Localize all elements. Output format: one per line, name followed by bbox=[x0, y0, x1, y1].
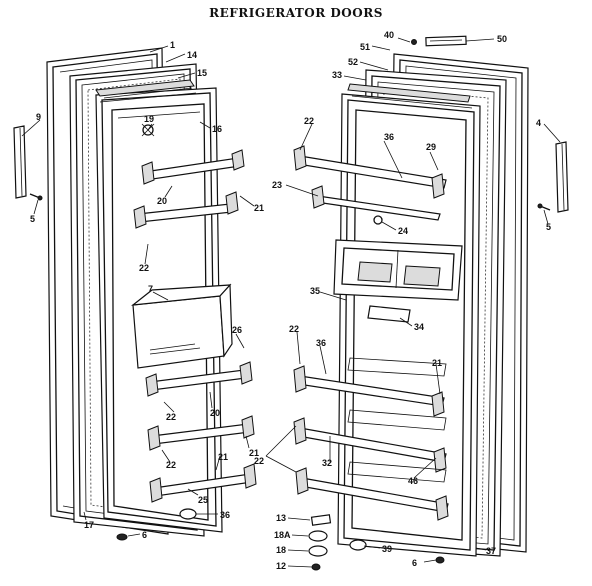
fresh-food-shelf-2 bbox=[311, 185, 441, 225]
callout-18a: 18A bbox=[274, 530, 291, 540]
callout-1: 1 bbox=[170, 40, 175, 50]
fresh-food-inner-door-liner bbox=[337, 93, 481, 557]
callout-17: 17 bbox=[84, 520, 94, 530]
fresh-food-shelf-1 bbox=[293, 145, 447, 199]
callout-33: 33 bbox=[332, 70, 342, 80]
callout-22-e: 22 bbox=[289, 324, 299, 334]
freezer-door-assembly bbox=[13, 47, 257, 541]
callout-22-b: 22 bbox=[166, 412, 176, 422]
bottom-hinge-parts bbox=[308, 514, 445, 571]
freezer-handle-screw bbox=[29, 193, 43, 201]
freezer-hinge-cap bbox=[116, 533, 128, 541]
callout-39: 39 bbox=[382, 544, 392, 554]
callout-29: 29 bbox=[426, 142, 436, 152]
callout-22-a: 22 bbox=[139, 263, 149, 273]
callout-37: 37 bbox=[486, 546, 496, 556]
freezer-shelf-4 bbox=[147, 415, 255, 451]
callout-13: 13 bbox=[276, 513, 286, 523]
diagram-title: REFRIGERATOR DOORS bbox=[209, 6, 383, 20]
freezer-shelf-3 bbox=[145, 361, 253, 397]
callout-7: 7 bbox=[148, 284, 153, 294]
egg-tray bbox=[367, 305, 411, 323]
callout-36-mid: 36 bbox=[316, 338, 326, 348]
callout-4: 4 bbox=[536, 118, 541, 128]
callout-40: 40 bbox=[384, 30, 394, 40]
callout-34: 34 bbox=[414, 322, 424, 332]
callout-50: 50 bbox=[497, 34, 507, 44]
fresh-food-top-trim bbox=[347, 83, 473, 109]
leader-lines bbox=[21, 37, 561, 568]
callout-21-top: 21 bbox=[254, 203, 264, 213]
callout-21-mid: 21 bbox=[249, 448, 259, 458]
fresh-food-door-bins bbox=[347, 357, 447, 483]
callout-22-d: 22 bbox=[304, 116, 314, 126]
callout-21-right: 21 bbox=[432, 358, 442, 368]
callout-52: 52 bbox=[348, 57, 358, 67]
freezer-shelf-1 bbox=[141, 149, 245, 185]
fresh-food-door-assembly bbox=[293, 35, 569, 571]
callout-36-top: 36 bbox=[384, 132, 394, 142]
fresh-food-shelf-4 bbox=[293, 417, 447, 473]
callout-22-f: 22 bbox=[254, 456, 264, 466]
callout-19: 19 bbox=[144, 114, 154, 124]
callout-18: 18 bbox=[276, 545, 286, 555]
dairy-compartment bbox=[333, 239, 463, 301]
callout-25: 25 bbox=[198, 495, 208, 505]
callout-5-left: 5 bbox=[30, 214, 35, 224]
freezer-top-trim bbox=[95, 79, 197, 103]
callout-15: 15 bbox=[197, 68, 207, 78]
callout-14: 14 bbox=[187, 50, 197, 60]
fresh-food-handle bbox=[555, 141, 569, 213]
fresh-food-shelf-5 bbox=[295, 467, 449, 521]
ice-dispenser-housing bbox=[131, 283, 233, 369]
freezer-light-icon bbox=[142, 124, 154, 136]
callout-24: 24 bbox=[398, 226, 408, 236]
callout-9: 9 bbox=[36, 112, 41, 122]
fresh-food-handle-screw bbox=[537, 203, 551, 211]
callout-6-right: 6 bbox=[412, 558, 417, 568]
freezer-shelf-5 bbox=[149, 463, 257, 503]
callout-labels: 1 14 15 16 9 5 19 20 21 22 7 26 22 20 21… bbox=[30, 30, 551, 571]
callout-36-left: 36 bbox=[220, 510, 230, 520]
freezer-door-clip bbox=[179, 508, 197, 520]
callout-5-right: 5 bbox=[546, 222, 551, 232]
callout-20-low: 21 bbox=[218, 452, 228, 462]
callout-20-top: 20 bbox=[157, 196, 167, 206]
freezer-gasket-stitching bbox=[87, 78, 187, 519]
callout-35: 35 bbox=[310, 286, 320, 296]
callout-12: 12 bbox=[276, 561, 286, 571]
top-hinge-assembly bbox=[411, 35, 467, 47]
callout-20-mid: 20 bbox=[210, 408, 220, 418]
callout-6-left: 6 bbox=[142, 530, 147, 540]
fresh-food-shelf-3 bbox=[293, 365, 445, 417]
callout-22-c: 22 bbox=[166, 460, 176, 470]
callout-26: 26 bbox=[232, 325, 242, 335]
freezer-handle bbox=[13, 125, 27, 199]
callout-32: 32 bbox=[322, 458, 332, 468]
callout-16: 16 bbox=[212, 124, 222, 134]
freezer-shelf-2 bbox=[133, 191, 239, 229]
callout-23: 23 bbox=[272, 180, 282, 190]
callout-46: 46 bbox=[408, 476, 418, 486]
callout-51: 51 bbox=[360, 42, 370, 52]
